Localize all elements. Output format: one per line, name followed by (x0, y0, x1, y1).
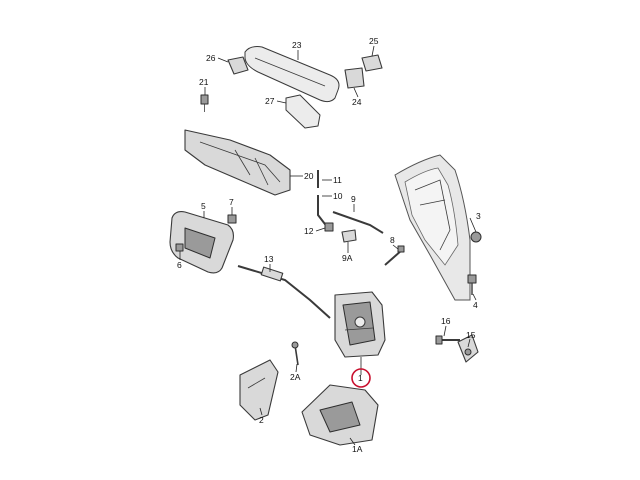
callout-1a: 1A (352, 444, 363, 454)
callout-20: 20 (304, 171, 314, 181)
callout-12: 12 (304, 226, 314, 236)
part-7-clip (227, 214, 237, 224)
callout-13: 13 (264, 254, 274, 264)
callout-23: 23 (292, 40, 302, 50)
callout-27: 27 (265, 96, 275, 106)
part-25-cap (361, 54, 383, 72)
callout-21: 21 (199, 77, 209, 87)
callout-24: 24 (352, 97, 362, 107)
part-5-inside-handle (169, 211, 234, 274)
part-2-bracket (239, 359, 279, 421)
part-12-clip (324, 222, 334, 232)
part-20-carrier (184, 129, 291, 196)
callout-16: 16 (441, 316, 451, 326)
part-15-striker (457, 334, 479, 363)
callout-10: 10 (333, 191, 343, 201)
callout-26: 26 (206, 53, 216, 63)
part-1a-cover (301, 384, 379, 446)
callout-4: 4 (473, 300, 478, 310)
part-16-bolt (435, 335, 460, 345)
callout-labels: 26 23 25 24 21 27 20 11 10 9 12 9A 5 7 6… (177, 36, 481, 454)
part-9-rod (332, 211, 384, 234)
part-26-cap (227, 56, 249, 75)
callout-6: 6 (177, 260, 182, 270)
callout-8: 8 (390, 235, 395, 245)
callout-15: 15 (466, 330, 476, 340)
part-27-gasket (285, 94, 321, 129)
callout-5: 5 (201, 201, 206, 211)
callout-2a: 2A (290, 372, 301, 382)
callout-3: 3 (476, 211, 481, 221)
part-24-cap (344, 67, 365, 89)
part-6-screw (175, 243, 184, 252)
callout-25: 25 (369, 36, 379, 46)
part-21-screw (200, 94, 209, 112)
callout-9: 9 (351, 194, 356, 204)
callout-1: 1 (358, 373, 363, 383)
part-23-outside-handle (244, 46, 340, 103)
part-3-nut (470, 231, 482, 243)
callout-7: 7 (229, 197, 234, 207)
leader-lines (179, 45, 477, 446)
callout-9a: 9A (342, 253, 353, 263)
part-9a-clip (341, 229, 357, 243)
part-1-highlight-ring (351, 368, 371, 388)
part-1-door-lock (334, 291, 386, 358)
part-2a-pin (291, 341, 299, 366)
door-frame (394, 154, 471, 301)
callout-11: 11 (333, 175, 342, 185)
part-4-screw (467, 274, 477, 295)
part-13-cable (237, 265, 331, 319)
part-8-bolt (384, 245, 405, 266)
callout-2: 2 (259, 415, 264, 425)
